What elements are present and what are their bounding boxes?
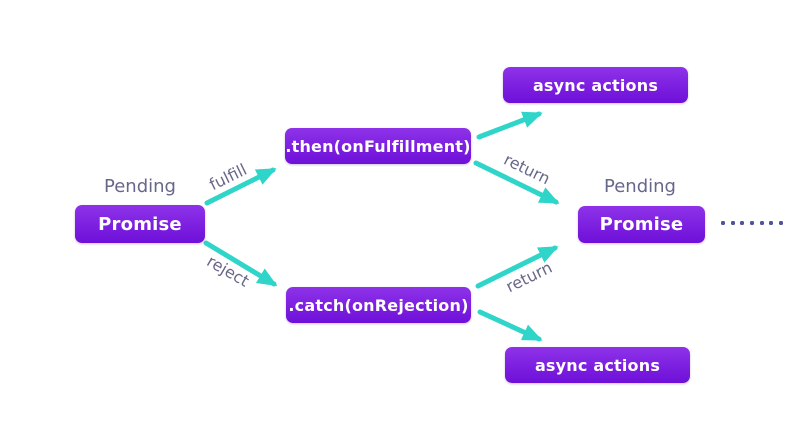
edge-catch-to-async-arrow bbox=[477, 309, 543, 342]
edge-label-return-bottom: return bbox=[502, 257, 556, 297]
node-catch-onrejection: .catch(onRejection) bbox=[286, 287, 471, 323]
node-then-label: .then(onFulfillment) bbox=[285, 136, 471, 156]
edge-then-to-async-arrow bbox=[476, 111, 543, 140]
node-async-actions-bottom-label: async actions bbox=[534, 355, 661, 375]
node-promise-right-label: Promise bbox=[599, 214, 684, 235]
node-async-actions-top: async actions bbox=[503, 67, 688, 103]
node-promise-right: Promise bbox=[578, 206, 705, 243]
edge-label-fulfill: fulfill bbox=[206, 159, 250, 195]
node-async-actions-top-label: async actions bbox=[532, 75, 659, 95]
edge-label-return-top: return bbox=[500, 149, 554, 189]
node-async-actions-bottom: async actions bbox=[505, 347, 690, 383]
node-promise-left-label: Promise bbox=[98, 213, 182, 235]
node-catch-label: .catch(onRejection) bbox=[288, 295, 469, 315]
edge-label-reject: reject bbox=[203, 251, 253, 291]
pending-label-right: Pending bbox=[604, 176, 676, 197]
pending-label-left: Pending bbox=[104, 176, 176, 197]
node-promise-left: Promise bbox=[75, 205, 205, 243]
continuation-dots bbox=[721, 220, 783, 226]
node-then-onfulfillment: .then(onFulfillment) bbox=[285, 128, 471, 164]
